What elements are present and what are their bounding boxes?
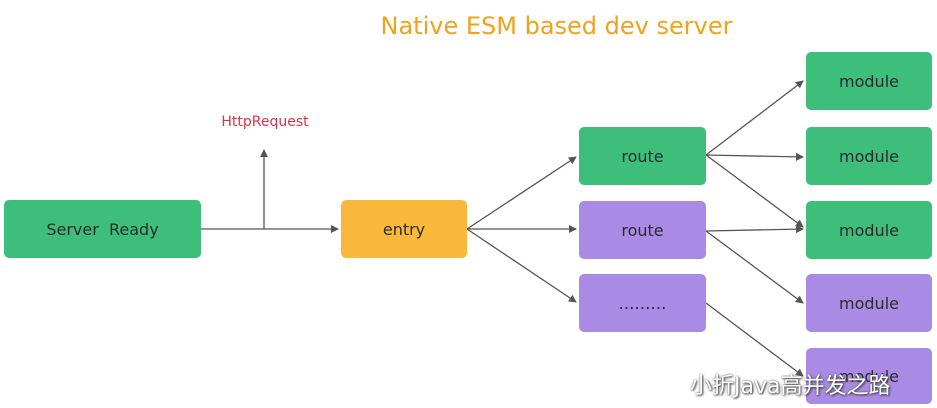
node-module-3: module: [806, 201, 932, 259]
arrow-route2-to-module4: [705, 230, 804, 304]
node-route-2: route: [579, 201, 706, 259]
arrow-route2-to-module3: [705, 225, 804, 234]
node-module-2: module: [806, 127, 932, 185]
http-request-label: HttpRequest: [221, 114, 309, 130]
node-entry: entry: [341, 200, 467, 258]
diagram-title: Native ESM based dev server: [380, 12, 733, 40]
arrow-entry-to-route1: [466, 156, 577, 230]
arrow-route1-to-module2: [705, 152, 804, 161]
node-module-4: module: [806, 274, 932, 332]
node-module-1: module: [806, 52, 932, 110]
node-server-ready: Server Ready: [4, 200, 201, 258]
watermark: 小折Java高并发之路: [690, 374, 891, 399]
node-module-5: module: [806, 348, 932, 404]
arrow-route1-to-module1: [705, 80, 804, 156]
arrow-route3-to-module5: [705, 302, 804, 377]
node-route-3: ………: [579, 274, 706, 332]
arrow-route1-to-module3: [705, 154, 804, 228]
arrow-entry-to-route3: [466, 228, 577, 303]
node-route-1: route: [579, 127, 706, 185]
